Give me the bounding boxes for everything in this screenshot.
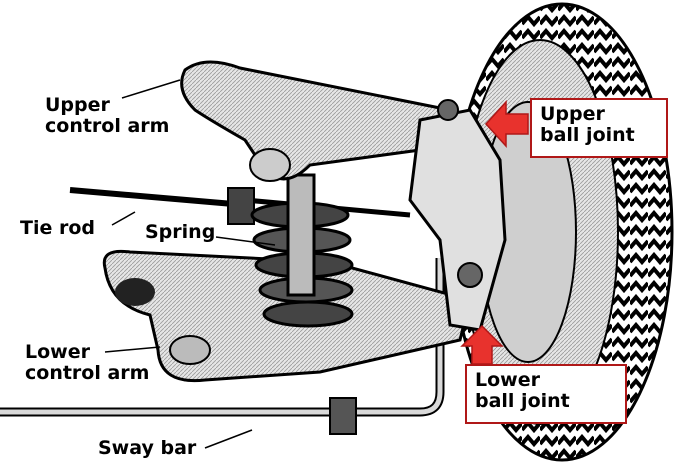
- label-sway-bar: Sway bar: [98, 438, 196, 459]
- lower-ball-joint-box: Lower ball joint: [465, 364, 627, 424]
- label-lower-ball-joint-line2: ball joint: [475, 391, 617, 412]
- label-upper-control-arm-line1: Upper: [45, 94, 110, 116]
- label-tie-rod: Tie rod: [20, 218, 95, 239]
- leader-sway-bar: [205, 430, 252, 448]
- label-upper-control-arm: Upper control arm: [45, 95, 169, 137]
- tie-rod-shape: [70, 188, 410, 224]
- upper-ball-joint-box: Upper ball joint: [530, 98, 668, 158]
- label-lower-control-arm: Lower control arm: [25, 342, 149, 384]
- label-upper-ball-joint-line1: Upper: [540, 104, 658, 125]
- label-lower-control-arm-line2: control arm: [25, 362, 149, 384]
- label-lower-control-arm-line1: Lower: [25, 341, 90, 363]
- label-spring: Spring: [145, 222, 215, 243]
- label-upper-control-arm-line2: control arm: [45, 115, 169, 137]
- leader-tie-rod: [112, 212, 135, 225]
- label-lower-ball-joint-line1: Lower: [475, 370, 617, 391]
- label-upper-ball-joint-line2: ball joint: [540, 125, 658, 146]
